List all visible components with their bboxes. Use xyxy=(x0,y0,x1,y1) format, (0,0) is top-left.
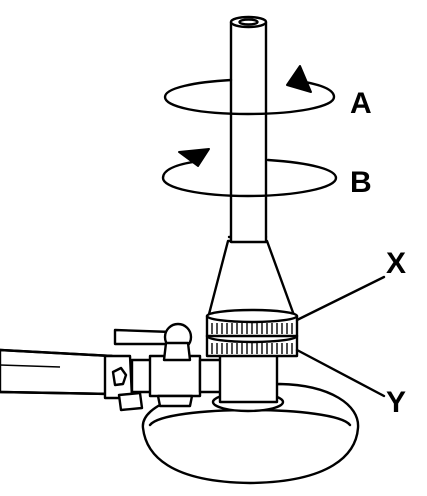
burner-cone xyxy=(206,235,297,320)
gas-inlet-valve xyxy=(103,322,224,412)
label-a: A xyxy=(350,87,372,120)
base-tube xyxy=(218,350,279,404)
burner-barrel xyxy=(229,15,268,244)
gas-hose xyxy=(0,348,114,396)
rotation-arrow-b xyxy=(161,148,338,198)
label-b: B xyxy=(350,166,372,199)
label-x: X xyxy=(386,247,406,280)
rotation-arrow-a xyxy=(163,65,336,116)
collar-x xyxy=(205,308,299,338)
leader-line-y xyxy=(295,348,386,398)
label-y: Y xyxy=(386,386,406,419)
leader-line-x xyxy=(295,275,386,322)
